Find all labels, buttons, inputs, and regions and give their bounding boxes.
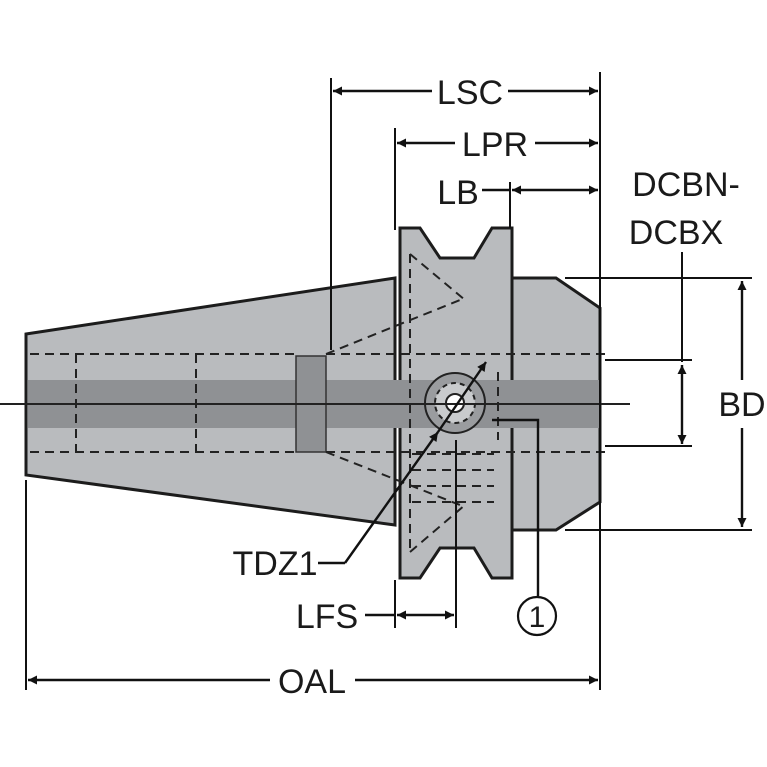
hidden-lines: [30, 253, 605, 553]
label-lfs: LFS: [296, 598, 358, 636]
label-tdz1: TDZ1: [233, 545, 318, 583]
label-lpr: LPR: [462, 126, 528, 164]
extension-lines: [25, 72, 752, 690]
label-oal: OAL: [278, 663, 346, 701]
label-lb: LB: [437, 174, 479, 212]
callout-1: 1: [516, 595, 558, 637]
callout-number: 1: [529, 601, 546, 634]
label-bd: BD: [718, 386, 765, 424]
dimension-labels: LSC LPR LB DCBN- DCBX BD TDZ1 LFS OAL: [233, 74, 766, 701]
label-lsc: LSC: [437, 74, 503, 112]
callout-leader: [492, 418, 540, 596]
dimension-lines: [28, 86, 747, 685]
label-dcbn: DCBN-: [632, 166, 740, 204]
label-dcbx: DCBX: [629, 214, 723, 252]
